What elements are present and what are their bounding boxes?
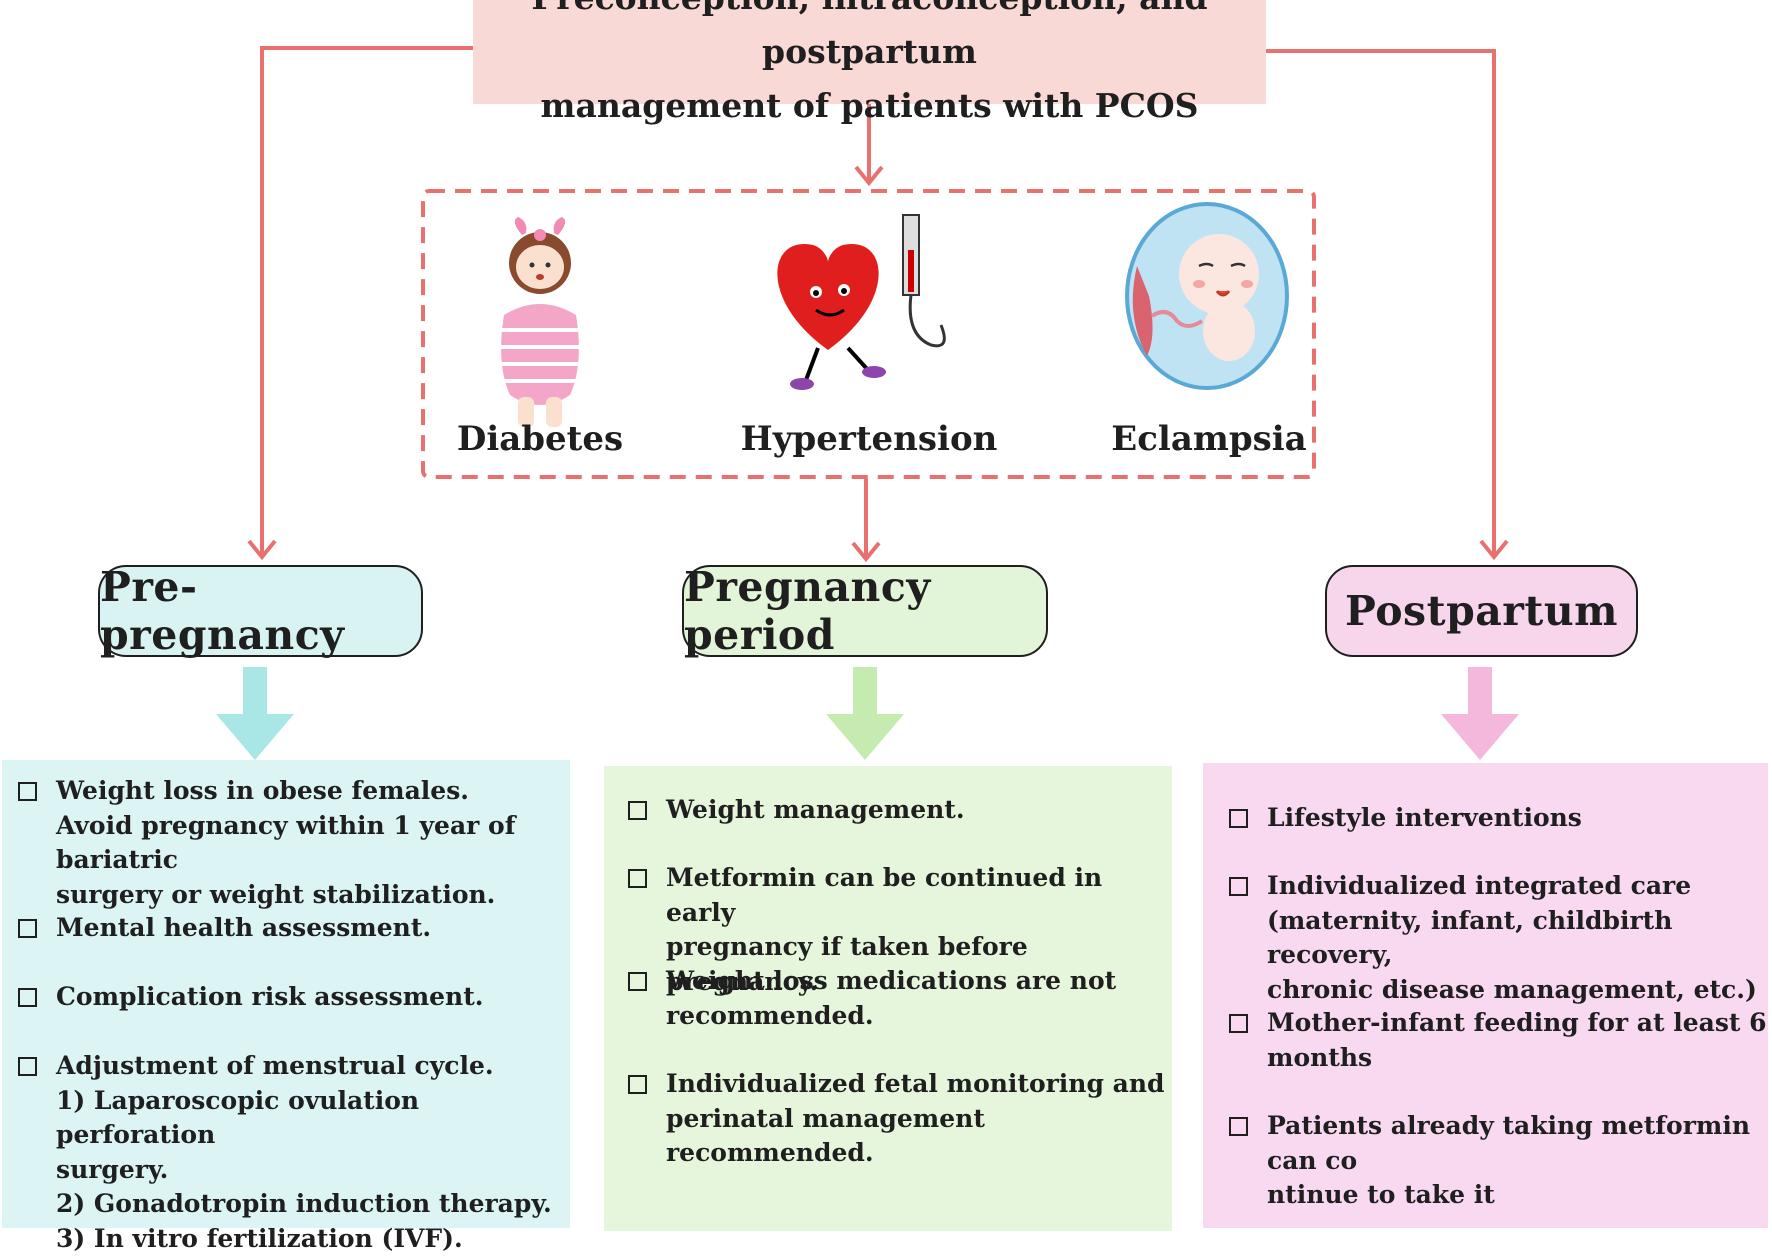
checkbox-icon — [1229, 1014, 1248, 1033]
risk-label-diabetes: Diabetes — [390, 419, 690, 459]
down-arrow-pre-pregnancy — [216, 667, 294, 760]
item-line: Metformin can be continued in early — [666, 861, 1168, 930]
checkbox-icon — [1229, 877, 1248, 896]
item-line: Adjustment of menstrual cycle. — [56, 1049, 563, 1084]
stage-pregnancy-period: Pregnancy period — [682, 565, 1048, 657]
item-line: (maternity, infant, childbirth recovery, — [1267, 904, 1769, 973]
item-line: Patients already taking metformin can co — [1267, 1109, 1769, 1178]
item-line: perinatal management recommended. — [666, 1102, 1168, 1171]
item-line: chronic disease management, etc.) — [1267, 973, 1769, 1008]
item-line: months — [1267, 1041, 1769, 1076]
item-line: surgery. — [56, 1153, 563, 1188]
down-arrow-pregnancy — [826, 667, 904, 760]
item-line: Avoid pregnancy within 1 year of bariatr… — [56, 809, 563, 878]
item-line: Complication risk assessment. — [56, 980, 563, 1015]
pregnancy-period-list: Weight management. Metformin can be cont… — [628, 793, 1168, 1223]
item-line: Weight management. — [666, 793, 1168, 828]
checkbox-icon — [1229, 1117, 1248, 1136]
postpartum-list: Lifestyle interventions Individualized i… — [1229, 801, 1769, 1221]
pre-pregnancy-list: Weight loss in obese females. Avoid preg… — [18, 774, 563, 1224]
stage-pre-pregnancy: Pre-pregnancy — [98, 565, 423, 657]
checkbox-icon — [18, 919, 37, 938]
item-line: Lifestyle interventions — [1267, 801, 1769, 836]
item-line: Weight loss in obese females. — [56, 774, 563, 809]
checkbox-icon — [18, 988, 37, 1007]
checkbox-icon — [628, 869, 647, 888]
item-line: 1) Laparoscopic ovulation perforation — [56, 1084, 563, 1153]
checkbox-icon — [628, 1075, 647, 1094]
down-arrow-postpartum — [1441, 667, 1519, 760]
checkbox-icon — [18, 1057, 37, 1076]
item-line: 2) Gonadotropin induction therapy. — [56, 1187, 563, 1222]
risk-label-hypertension: Hypertension — [719, 419, 1019, 459]
title-line-1: Preconception, intraconception, and post… — [510, 0, 1230, 79]
title-line-2: management of patients with PCOS — [510, 79, 1230, 133]
heart-blood-pressure-icon — [777, 215, 944, 390]
item-line: recommended. — [666, 999, 1168, 1034]
item-line: Weight loss medications are not — [666, 964, 1168, 999]
risk-label-eclampsia: Eclampsia — [1059, 419, 1359, 459]
connector-to-pre-pregnancy — [262, 48, 473, 557]
item-line: ntinue to take it — [1267, 1178, 1769, 1213]
connector-to-postpartum — [1266, 51, 1494, 557]
checkbox-icon — [628, 801, 647, 820]
item-line: Individualized integrated care — [1267, 869, 1769, 904]
item-line: Mother-infant feeding for at least 6 — [1267, 1006, 1769, 1041]
item-line: 3) In vitro fertilization (IVF). — [56, 1222, 563, 1256]
checkbox-icon — [628, 972, 647, 991]
checkbox-icon — [1229, 809, 1248, 828]
fetus-in-womb-icon — [1127, 204, 1287, 388]
stage-postpartum: Postpartum — [1325, 565, 1638, 657]
checkbox-icon — [18, 782, 37, 801]
diagram-title: Preconception, intraconception, and post… — [473, 0, 1266, 104]
item-line: surgery or weight stabilization. — [56, 878, 563, 913]
item-line: Individualized fetal monitoring and — [666, 1067, 1168, 1102]
obese-woman-icon — [498, 217, 582, 427]
item-line: Mental health assessment. — [56, 911, 563, 946]
